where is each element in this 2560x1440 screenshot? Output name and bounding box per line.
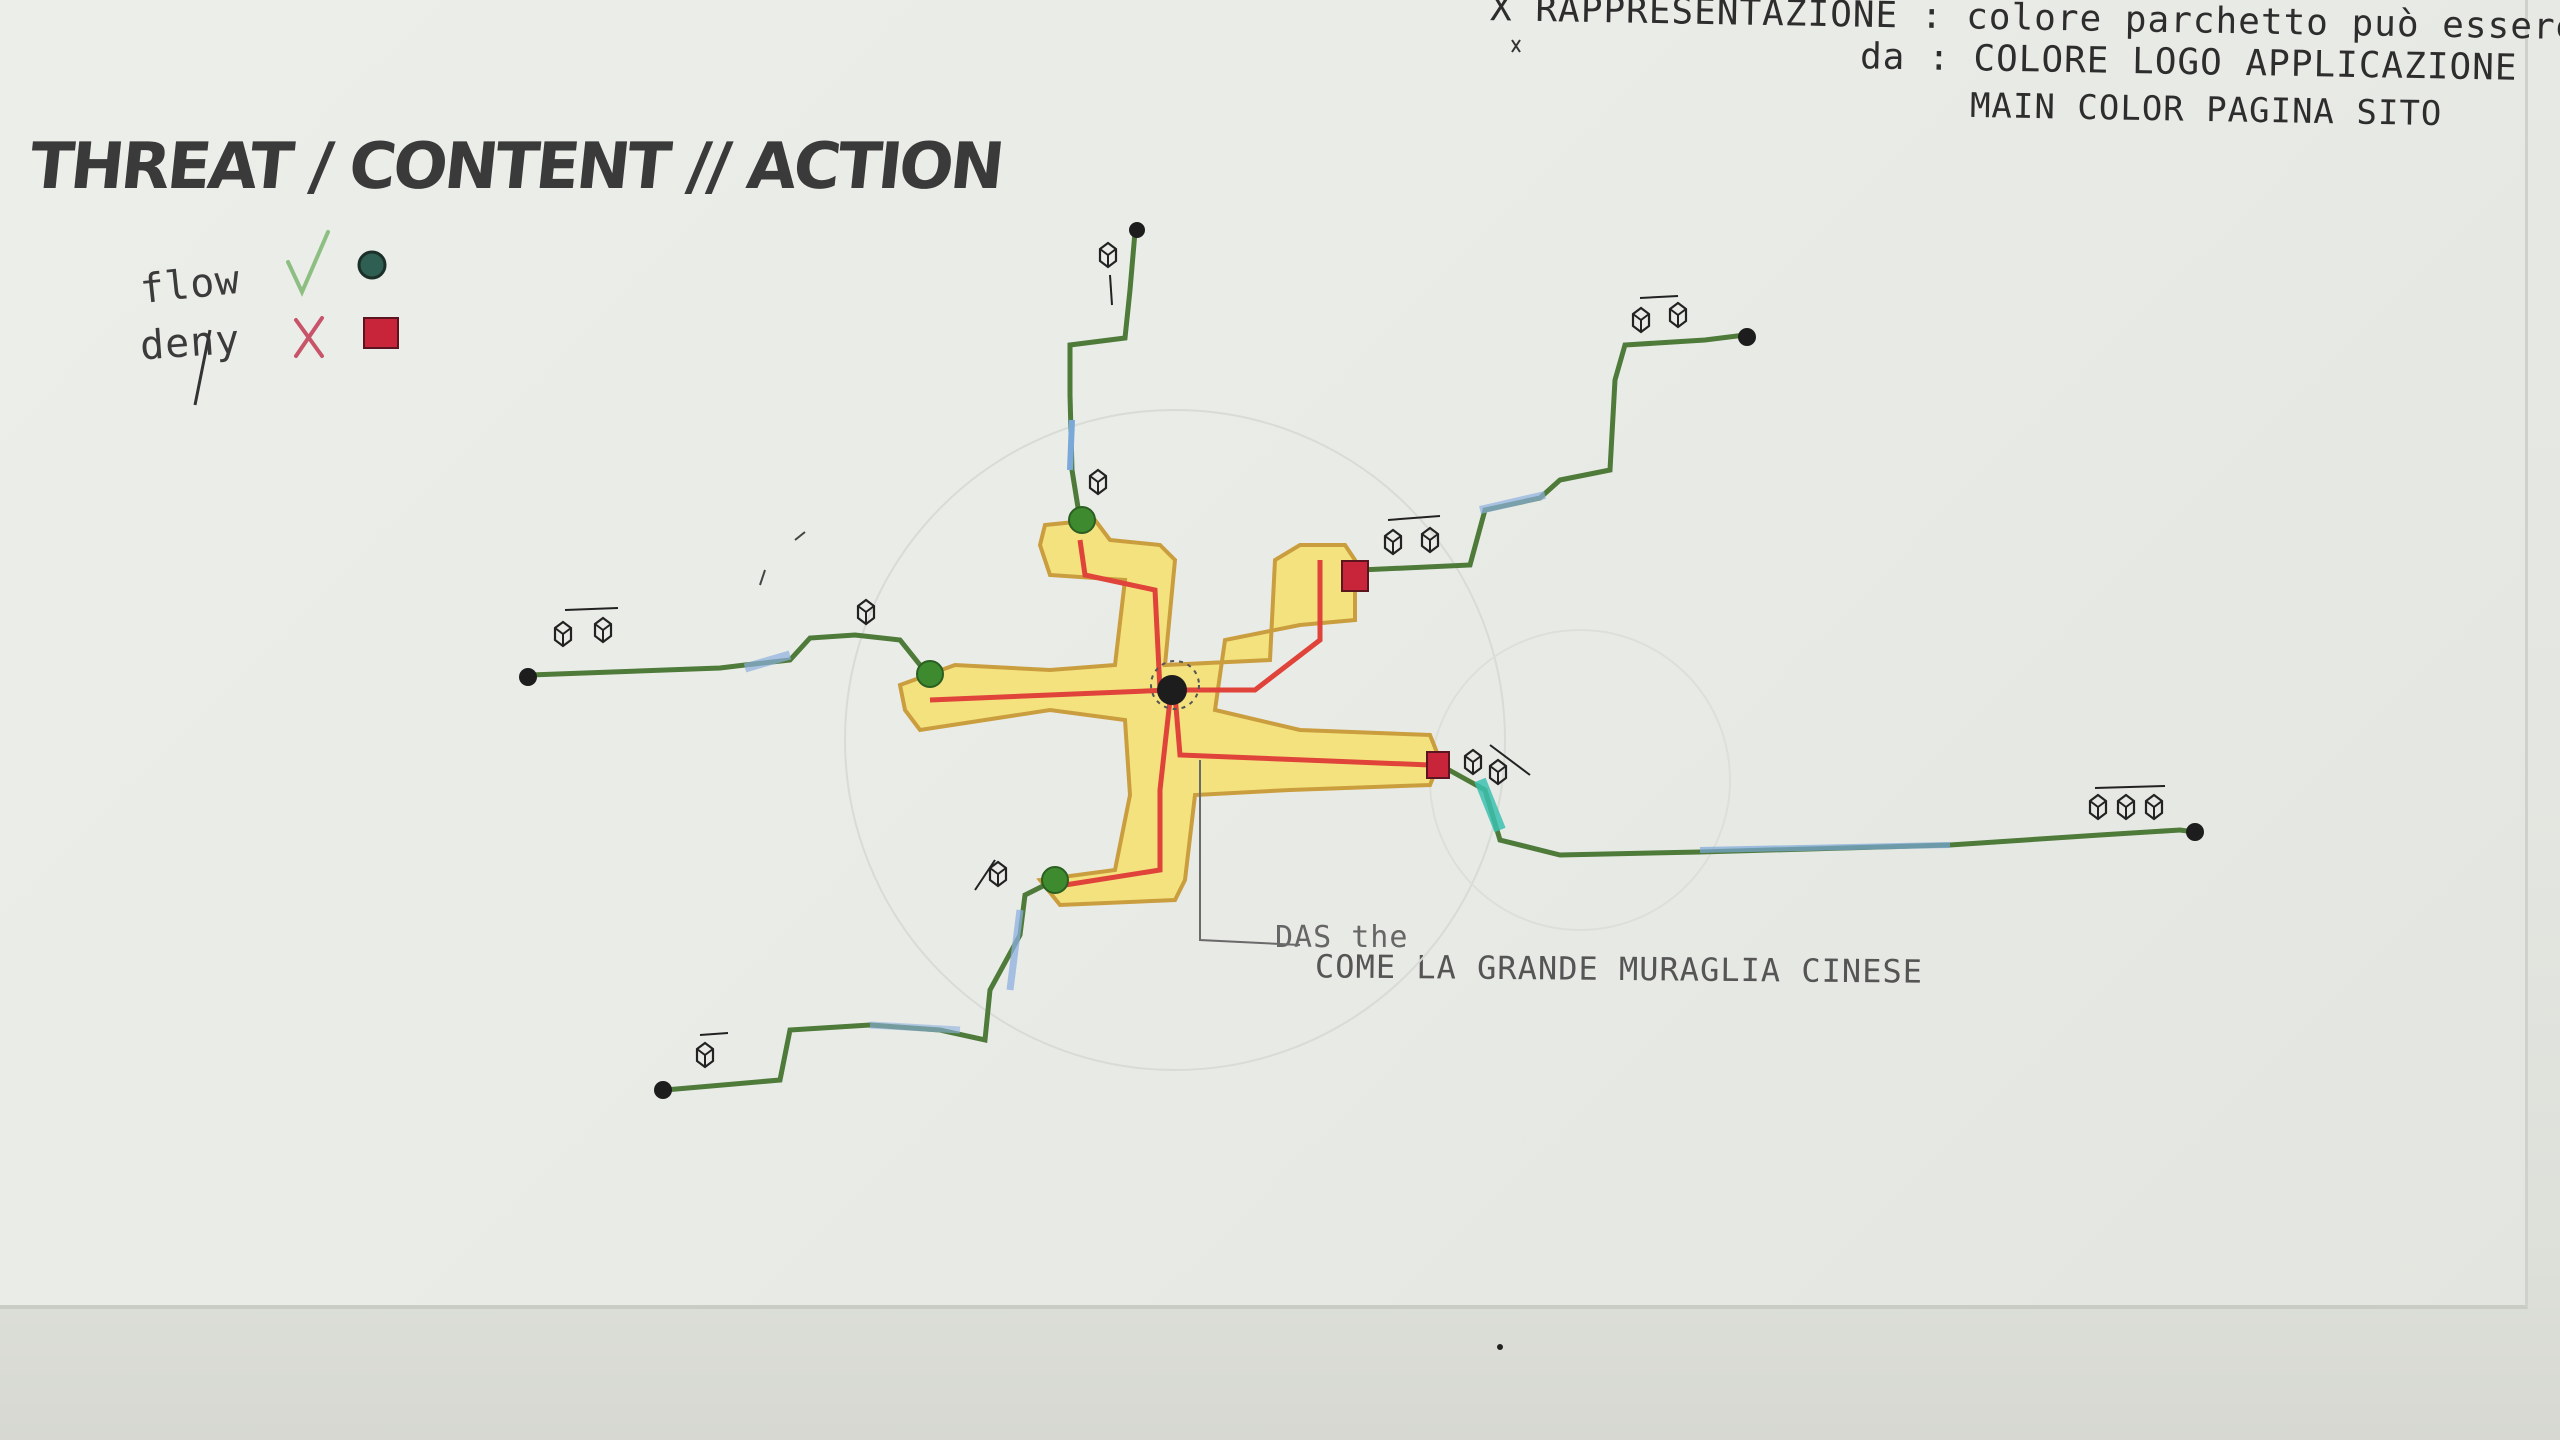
packet-icon <box>553 620 573 648</box>
packet-icon <box>1631 306 1651 334</box>
deny-x-icon <box>294 316 324 358</box>
packet-icon <box>1463 748 1483 776</box>
desk-dot <box>1497 1344 1503 1350</box>
packet-icon <box>2116 793 2136 821</box>
path-left <box>519 531 930 686</box>
firewall-center-node <box>1157 675 1187 705</box>
struck-annotation: DAS the <box>1275 920 1408 955</box>
path-bottom-left <box>654 859 1057 1099</box>
flow-node-bottom-left <box>1041 866 1069 894</box>
faint-circle-2 <box>1429 629 1731 931</box>
packet-icon <box>2088 793 2108 821</box>
path-right <box>1438 744 2204 858</box>
struck-text: DAS the <box>1275 920 1409 955</box>
allow-check-icon <box>286 230 330 297</box>
faint-circle <box>844 409 1506 1071</box>
legend-flow-dot <box>357 250 387 280</box>
path-top <box>1067 222 1145 521</box>
packet-icon <box>1383 528 1403 556</box>
packet-icon <box>1668 301 1688 329</box>
packet-icon <box>1088 468 1108 496</box>
deny-node-right <box>1426 751 1450 779</box>
note-x-mark <box>1511 39 1521 53</box>
packet-icon <box>1098 241 1118 269</box>
deny-node-top-right <box>1341 560 1369 592</box>
legend-stroke-mark <box>193 329 212 406</box>
packet-icon <box>695 1041 715 1069</box>
legend-deny-square <box>363 317 399 349</box>
path-top-right <box>1359 295 1756 573</box>
flow-node-top <box>1068 506 1096 534</box>
packet-icon <box>593 616 613 644</box>
firewall-shape <box>897 517 1443 946</box>
flow-node-left <box>916 660 944 688</box>
packet-icon <box>2144 793 2164 821</box>
